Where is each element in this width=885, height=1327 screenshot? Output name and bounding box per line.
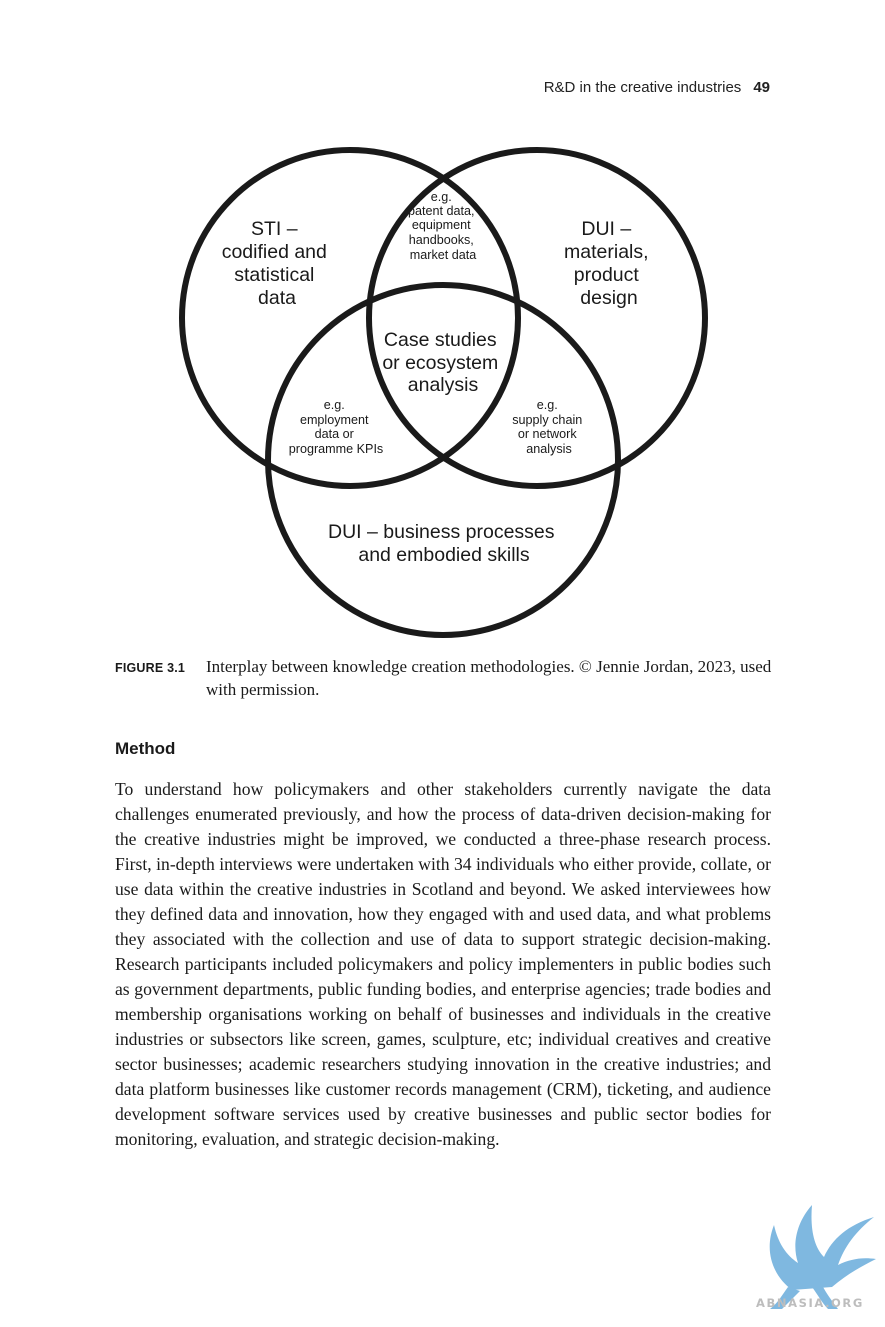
label-left-overlap: e.g. employment data or programme KPIs [289, 398, 383, 456]
watermark-text: ABNASIA.ORG [756, 1296, 864, 1310]
label-center: Case studies or ecosystem analysis [382, 329, 503, 396]
label-right-overlap: e.g. supply chain or network analysis [512, 398, 586, 456]
label-dui-materials: DUI – materials, product design [564, 218, 654, 309]
body-paragraph: To understand how policymakers and other… [115, 779, 771, 1149]
running-title: R&D in the creative industries [543, 79, 742, 96]
running-header: R&D in the creative industries 49 [544, 79, 770, 96]
figure-caption: FIGURE 3.1 Interplay between knowledge c… [115, 655, 775, 701]
figure-label: FIGURE 3.1 [115, 661, 186, 675]
circle-dui-materials [366, 147, 708, 489]
circle-sti [179, 147, 521, 489]
label-sti: STI – codified and statistical data [222, 218, 333, 309]
griffin-logo-icon [769, 1205, 876, 1309]
figure-caption-text: Interplay between knowledge creation met… [206, 657, 772, 699]
circle-dui-business [265, 282, 621, 638]
label-dui-business: DUI – business processes and embodied sk… [328, 521, 560, 566]
venn-diagram: STI – codified and statistical data DUI … [179, 147, 708, 638]
label-top-overlap: e.g. patent data, equipment handbooks, m… [408, 190, 478, 262]
section-heading: Method [115, 739, 176, 758]
page-number: 49 [753, 79, 770, 96]
